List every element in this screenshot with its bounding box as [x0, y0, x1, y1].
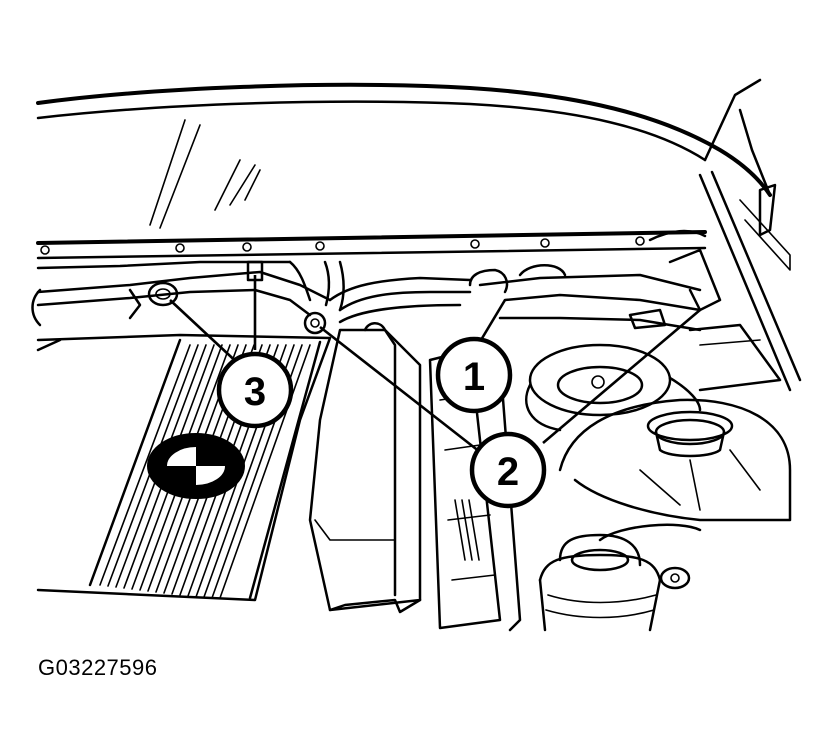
- callout-1-label: 1: [463, 355, 485, 399]
- bmw-logo: [147, 433, 245, 499]
- hood-strut: [698, 170, 802, 392]
- coolant-reservoir: [558, 398, 792, 590]
- fastener-nut-2a: [303, 311, 327, 335]
- hoses-and-wiring: [31, 248, 782, 392]
- callout-3-label: 3: [244, 370, 266, 414]
- callout-2: 2: [469, 431, 547, 509]
- leader-lines: [169, 275, 701, 454]
- air-intake-duct: [308, 322, 422, 614]
- fluid-reservoir: [538, 533, 662, 632]
- callout-1: 1: [435, 336, 513, 414]
- callout-2-label: 2: [497, 450, 519, 494]
- strut-tower: [525, 343, 702, 432]
- hood-outline: [36, 78, 772, 229]
- callout-3: 3: [216, 351, 294, 429]
- figure-id-label: G03227596: [38, 655, 158, 680]
- fastener-nut-3: [147, 281, 179, 307]
- cowl-panel: [36, 229, 707, 270]
- clip-3b: [246, 260, 264, 282]
